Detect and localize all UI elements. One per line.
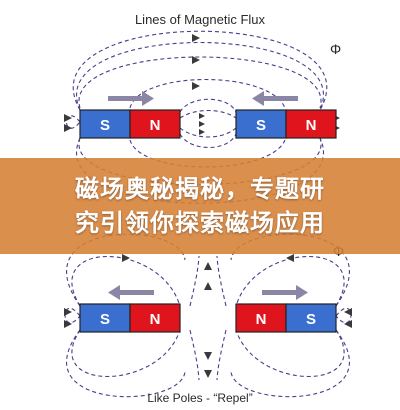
north-pole-label: N: [306, 117, 317, 134]
banner-line-1: 磁场奥秘揭秘，专题研: [75, 175, 325, 203]
south-pole-label: S: [306, 311, 316, 328]
north-pole-label: N: [150, 117, 161, 134]
top-right-magnet: S N: [235, 109, 337, 139]
flux-symbol: Φ: [330, 41, 341, 57]
banner-line-2: 究引领你探索磁场应用: [75, 209, 325, 237]
south-pole-label: S: [256, 117, 266, 134]
bottom-field-arrows: [64, 254, 352, 378]
south-pole-label: S: [100, 311, 110, 328]
south-pole-label: S: [100, 117, 110, 134]
north-pole-label: N: [256, 311, 267, 328]
bottom-direction-arrows: [108, 285, 308, 300]
bottom-right-magnet: N S: [235, 303, 337, 333]
bottom-caption: Like Poles - “Repel”: [147, 391, 252, 405]
top-direction-arrows: [108, 91, 298, 106]
top-left-magnet: S N: [79, 109, 181, 139]
diagram-title: Lines of Magnetic Flux: [135, 12, 266, 27]
north-pole-label: N: [150, 311, 161, 328]
title-banner: 磁场奥秘揭秘，专题研 究引领你探索磁场应用: [0, 158, 400, 254]
bottom-left-magnet: S N: [79, 303, 181, 333]
